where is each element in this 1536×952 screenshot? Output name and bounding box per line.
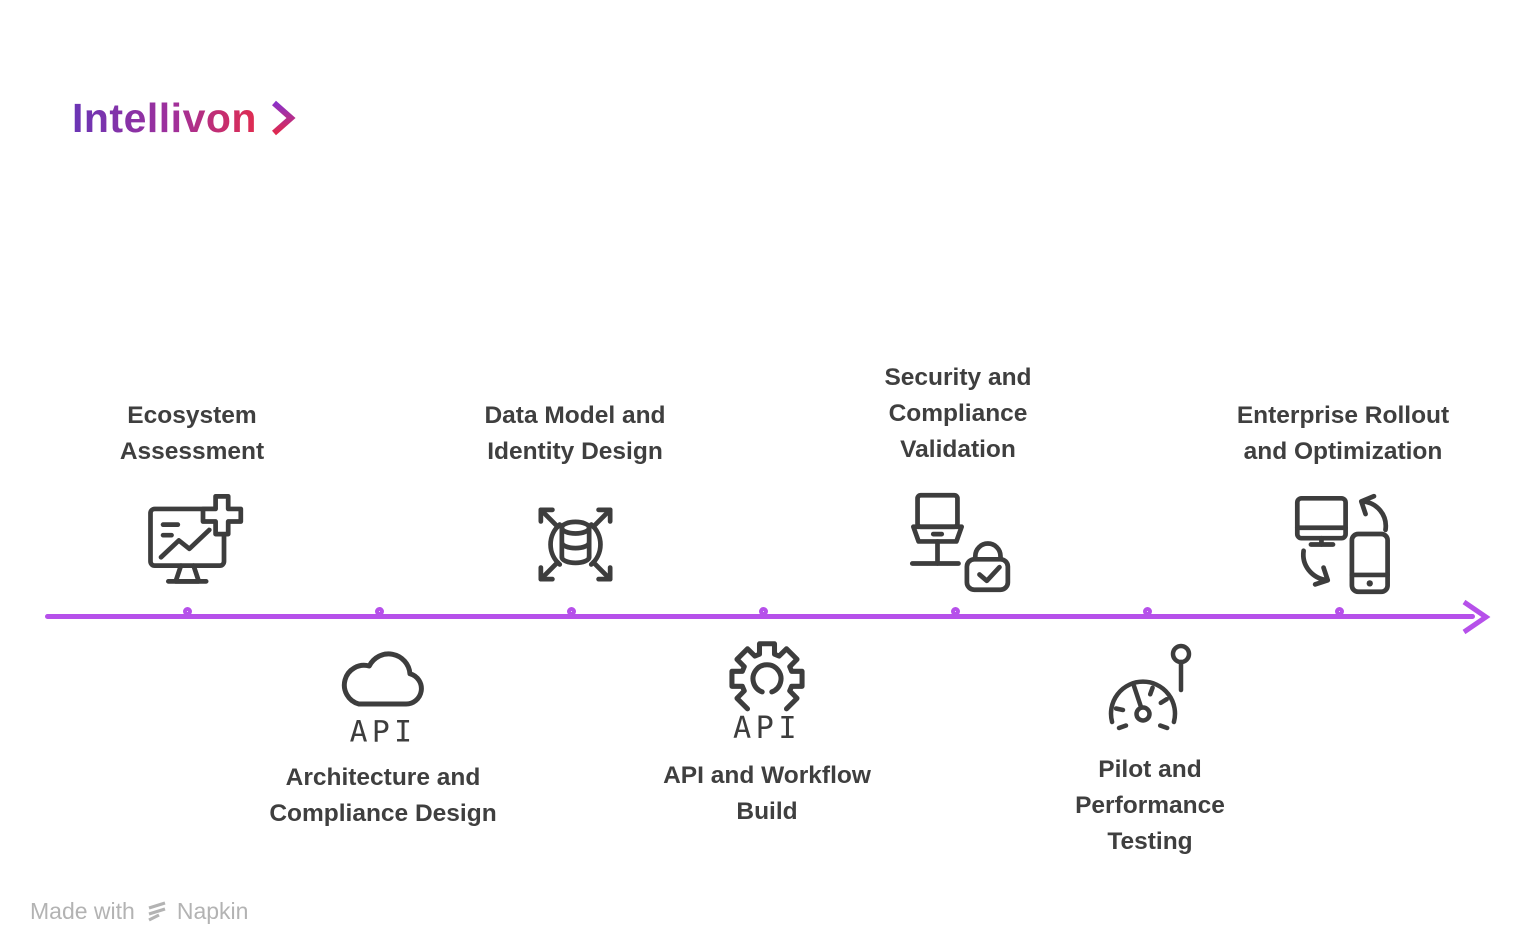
brand-logo: Intellivon bbox=[72, 94, 297, 142]
napkin-logo-icon bbox=[148, 900, 166, 921]
credit-prefix: Made with bbox=[30, 898, 135, 924]
timeline-axis bbox=[45, 614, 1475, 619]
brand-chevron-icon bbox=[271, 100, 296, 136]
milestone-label: Enterprise Rollout and Optimization bbox=[1236, 402, 1450, 465]
milestone-data-model-identity-design: Data Model and Identity Design bbox=[435, 398, 715, 597]
devices-sync-icon bbox=[1291, 492, 1396, 597]
timeline-node-3 bbox=[567, 607, 576, 616]
timeline-node-1 bbox=[183, 607, 192, 616]
credit-brand: Napkin bbox=[176, 898, 249, 924]
made-with-napkin-credit: Made with Napkin bbox=[30, 898, 248, 925]
gauge-icon bbox=[1095, 640, 1205, 740]
milestone-api-workflow-build: API API and Workflow Build bbox=[627, 634, 907, 830]
timeline-arrowhead-icon bbox=[1462, 599, 1491, 635]
cloud-api-icon: API bbox=[328, 638, 438, 749]
milestone-label: Security and Compliance Validation bbox=[884, 364, 1032, 463]
timeline-node-4 bbox=[759, 607, 768, 616]
milestone-architecture-compliance-design: API Architecture and Compliance Design bbox=[243, 638, 523, 832]
timeline-node-6 bbox=[1143, 607, 1152, 616]
milestone-label: Pilot and Performance Testing bbox=[1075, 756, 1225, 855]
database-scale-icon bbox=[523, 492, 628, 597]
milestone-label: Architecture and Compliance Design bbox=[269, 764, 497, 827]
timeline-node-7 bbox=[1335, 607, 1344, 616]
milestone-label: Ecosystem Assessment bbox=[119, 402, 265, 465]
milestone-enterprise-rollout-optimization: Enterprise Rollout and Optimization bbox=[1203, 398, 1483, 597]
brand-logo-text: Intellivon bbox=[72, 95, 257, 141]
monitor-chart-plus-icon bbox=[140, 492, 245, 592]
laptop-lock-icon bbox=[906, 490, 1011, 595]
api-label: API bbox=[733, 711, 801, 746]
milestone-label: Data Model and Identity Design bbox=[484, 402, 666, 465]
milestone-pilot-performance-testing: Pilot and Performance Testing bbox=[1010, 640, 1290, 860]
timeline-node-5 bbox=[951, 607, 960, 616]
gear-api-icon: API bbox=[711, 634, 823, 746]
api-label: API bbox=[350, 714, 417, 749]
timeline-node-2 bbox=[375, 607, 384, 616]
milestone-ecosystem-assessment: Ecosystem Assessment bbox=[52, 398, 332, 592]
milestone-label: API and Workflow Build bbox=[663, 762, 871, 825]
milestone-security-compliance-validation: Security and Compliance Validation bbox=[818, 360, 1098, 595]
